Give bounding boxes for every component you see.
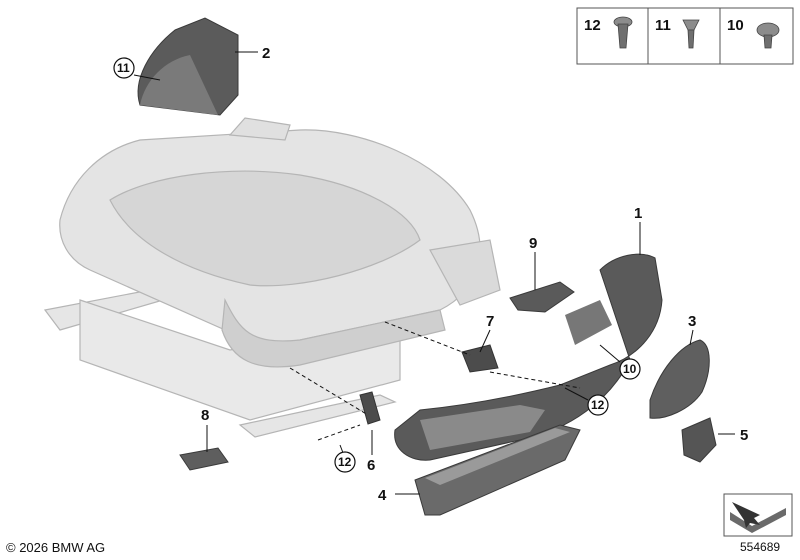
- legend-frame: [576, 7, 794, 65]
- seat-cushion-top: [109, 170, 421, 287]
- legend-number-12: 12: [584, 17, 601, 34]
- leader-10: [599, 344, 621, 363]
- circled-callout-12b-label: 12: [338, 455, 352, 469]
- orientation-icon: [723, 493, 793, 537]
- part-upper-cover: [137, 17, 239, 116]
- part-round-cover: [649, 339, 710, 419]
- screw-round-head-icon: [756, 22, 780, 49]
- side-trim-panel-opening: [420, 405, 545, 450]
- fastener-legend: 12 11 10: [576, 7, 794, 65]
- callout-9: 9: [529, 235, 537, 252]
- callout-7: 7: [486, 313, 494, 330]
- leader-12a: [564, 387, 589, 401]
- circled-callout-12a-label: 12: [591, 398, 605, 412]
- leader-dashed-b: [489, 371, 581, 389]
- circled-callout-10: 10: [619, 358, 641, 380]
- callout-5: 5: [740, 427, 748, 444]
- diagram-id: 554689: [740, 540, 781, 554]
- circled-callout-11-ring: [113, 57, 135, 79]
- seat-rail-lower: [238, 394, 397, 438]
- screw-cone-head-icon: [682, 19, 700, 49]
- lower-trim-strip-shape: [414, 424, 581, 516]
- circled-callout-12b: 12: [334, 451, 356, 473]
- callout-4: 4: [378, 487, 387, 504]
- legend-number-11: 11: [655, 17, 671, 34]
- screw-flat-head-icon: [613, 16, 633, 49]
- part-hinge-bracket: [461, 344, 499, 373]
- circled-callout-11: 11: [113, 57, 135, 79]
- seat-ghost: [43, 117, 501, 438]
- callout-2: 2: [262, 45, 270, 62]
- callout-6: 6: [367, 457, 375, 474]
- seat-frame-base: [79, 299, 401, 421]
- leader-7: [479, 329, 491, 353]
- leader-dashed-c: [289, 367, 369, 416]
- leader-dashed-a: [384, 321, 471, 356]
- leader-11: [133, 74, 161, 81]
- callout-1: 1: [634, 205, 642, 222]
- seat-top-bracket: [228, 117, 291, 141]
- leader-dashed-d: [317, 424, 361, 441]
- part-small-cap: [681, 417, 717, 463]
- part-clip-cover: [509, 281, 575, 313]
- legend-number-10: 10: [727, 17, 744, 34]
- circled-callout-10-label: 10: [623, 362, 637, 376]
- seat-mechanism: [429, 239, 501, 306]
- leader-3: [689, 329, 694, 346]
- lower-trim-strip-top: [425, 428, 570, 485]
- side-trim-panel-bracket: [565, 300, 612, 345]
- circled-callout-10-ring: [619, 358, 641, 380]
- callout-3: 3: [688, 313, 696, 330]
- part-lower-trim-strip: [414, 424, 581, 516]
- circled-callout-12a-ring: [587, 394, 609, 416]
- circled-callout-12a: 12: [587, 394, 609, 416]
- part-end-cap: [179, 447, 229, 471]
- part-bracket: [359, 391, 381, 425]
- seat-cushion-front: [221, 297, 446, 368]
- circled-callout-12b-ring: [334, 451, 356, 473]
- copyright-text: © 2026 BMW AG: [6, 540, 106, 555]
- callout-8: 8: [201, 407, 209, 424]
- circled-callout-11-label: 11: [117, 61, 130, 75]
- leader-lines: [133, 51, 735, 495]
- upper-cover-face: [140, 55, 218, 115]
